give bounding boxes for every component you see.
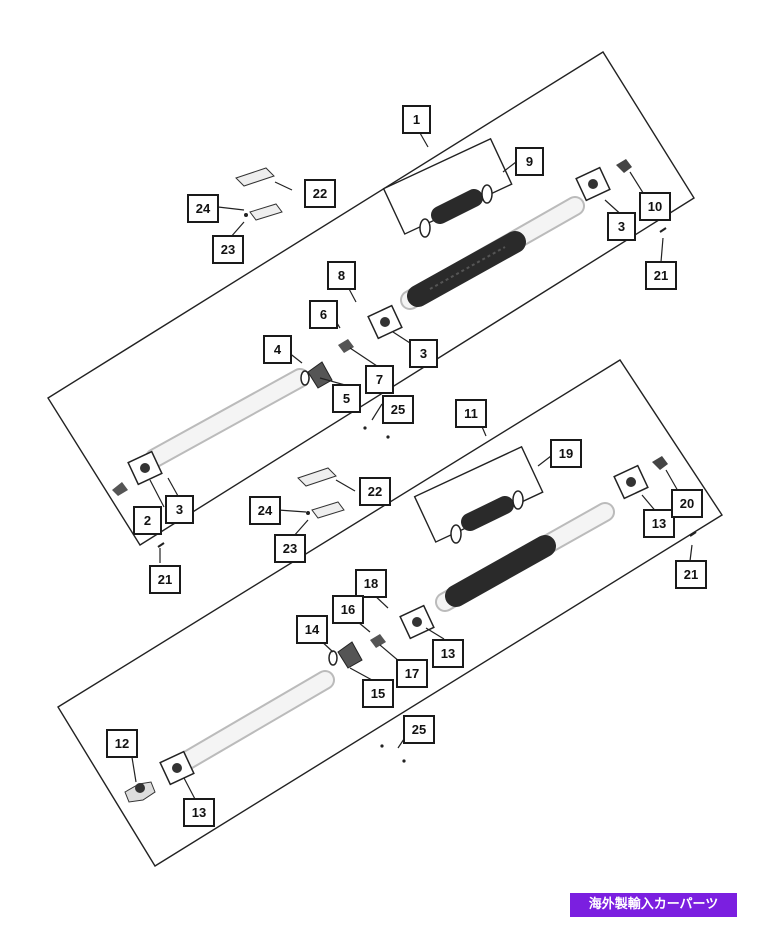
upper-front-shaft bbox=[145, 368, 310, 468]
svg-text:21: 21 bbox=[654, 268, 668, 283]
callout-17: 17 bbox=[396, 659, 428, 688]
callout-4: 4 bbox=[263, 335, 292, 364]
svg-text:10: 10 bbox=[648, 199, 662, 214]
svg-text:24: 24 bbox=[258, 503, 273, 518]
svg-text:25: 25 bbox=[391, 402, 405, 417]
callout-19: 19 bbox=[550, 439, 582, 468]
callout-20: 20 bbox=[671, 489, 703, 518]
svg-text:16: 16 bbox=[341, 602, 355, 617]
svg-text:5: 5 bbox=[343, 391, 350, 406]
upper-brackets bbox=[235, 167, 283, 221]
svg-text:22: 22 bbox=[368, 484, 382, 499]
callout-3-center: 3 bbox=[409, 339, 438, 368]
callout-25-lower: 25 bbox=[403, 715, 435, 744]
callout-14: 14 bbox=[296, 615, 328, 644]
callout-18: 18 bbox=[355, 569, 387, 598]
lower-yoke-20 bbox=[652, 456, 668, 470]
callout-24-lower: 24 bbox=[249, 496, 281, 525]
svg-text:4: 4 bbox=[274, 342, 282, 357]
callout-13-front: 13 bbox=[183, 798, 215, 827]
callout-3: 3 bbox=[607, 212, 636, 241]
svg-text:11: 11 bbox=[464, 406, 478, 421]
lower-flange-13-front bbox=[159, 750, 195, 786]
callout-9: 9 bbox=[515, 147, 544, 176]
callout-13: 13 bbox=[643, 509, 675, 538]
svg-text:13: 13 bbox=[441, 646, 455, 661]
callout-7: 7 bbox=[365, 365, 394, 394]
svg-text:20: 20 bbox=[680, 496, 694, 511]
callout-12: 12 bbox=[106, 729, 138, 758]
svg-text:22: 22 bbox=[313, 186, 327, 201]
svg-text:3: 3 bbox=[420, 346, 427, 361]
callout-22-lower: 22 bbox=[359, 477, 391, 506]
svg-text:23: 23 bbox=[221, 242, 235, 257]
callout-2: 2 bbox=[133, 506, 162, 535]
callout-11: 11 bbox=[455, 399, 487, 428]
upper-boot-9 bbox=[419, 184, 493, 238]
svg-text:21: 21 bbox=[684, 567, 698, 582]
callout-24: 24 bbox=[187, 194, 219, 223]
svg-text:8: 8 bbox=[338, 268, 345, 283]
svg-text:15: 15 bbox=[371, 686, 385, 701]
lower-flange-13 bbox=[613, 464, 649, 500]
svg-text:17: 17 bbox=[405, 666, 419, 681]
svg-text:13: 13 bbox=[192, 805, 206, 820]
svg-text:14: 14 bbox=[305, 622, 320, 637]
upper-flange-3 bbox=[575, 166, 611, 202]
svg-text:1: 1 bbox=[413, 112, 420, 127]
callout-23: 23 bbox=[212, 235, 244, 264]
lower-brackets bbox=[297, 467, 345, 519]
svg-text:2: 2 bbox=[144, 513, 151, 528]
lower-joint-17 bbox=[370, 634, 386, 648]
svg-text:25: 25 bbox=[412, 722, 426, 737]
callout-21: 21 bbox=[645, 261, 677, 290]
svg-text:7: 7 bbox=[376, 372, 383, 387]
callout-15: 15 bbox=[362, 679, 394, 708]
callout-13-center: 13 bbox=[432, 639, 464, 668]
callout-21-lower: 21 bbox=[675, 560, 707, 589]
lower-boot-19 bbox=[450, 490, 524, 544]
svg-text:19: 19 bbox=[559, 446, 573, 461]
callout-8: 8 bbox=[327, 261, 356, 290]
svg-text:23: 23 bbox=[283, 541, 297, 556]
svg-text:3: 3 bbox=[176, 502, 183, 517]
upper-rear-shaft bbox=[400, 196, 585, 310]
upper-assembly-frame bbox=[47, 51, 695, 546]
svg-text:12: 12 bbox=[115, 736, 129, 751]
import-parts-badge: 海外製輸入カーパーツ bbox=[570, 893, 737, 917]
upper-yoke-10 bbox=[616, 159, 632, 173]
svg-text:24: 24 bbox=[196, 201, 211, 216]
upper-flange-2 bbox=[112, 450, 163, 496]
callout-25: 25 bbox=[382, 395, 414, 424]
lower-center-bearing-15 bbox=[328, 641, 363, 669]
callout-1: 1 bbox=[402, 105, 431, 134]
callout-6: 6 bbox=[309, 300, 338, 329]
callout-22: 22 bbox=[304, 179, 336, 208]
callout-3-front: 3 bbox=[165, 495, 194, 524]
callout-5: 5 bbox=[332, 384, 361, 413]
callout-16: 16 bbox=[332, 595, 364, 624]
lower-rear-shaft bbox=[435, 502, 615, 612]
svg-text:6: 6 bbox=[320, 307, 327, 322]
callout-23-lower: 23 bbox=[274, 534, 306, 563]
lower-assembly-frame bbox=[57, 359, 723, 867]
lower-yoke-12 bbox=[124, 781, 156, 803]
svg-text:3: 3 bbox=[618, 219, 625, 234]
upper-center-bearing-5 bbox=[300, 361, 333, 389]
callout-10: 10 bbox=[639, 192, 671, 221]
upper-flange-3-center bbox=[367, 304, 403, 340]
lower-flange-13-center bbox=[399, 604, 435, 640]
upper-joint-7 bbox=[338, 339, 354, 353]
svg-text:13: 13 bbox=[652, 516, 666, 531]
svg-text:9: 9 bbox=[526, 154, 533, 169]
svg-text:21: 21 bbox=[158, 572, 172, 587]
lower-front-shaft bbox=[178, 670, 335, 770]
callout-21-front: 21 bbox=[149, 565, 181, 594]
svg-text:18: 18 bbox=[364, 576, 378, 591]
